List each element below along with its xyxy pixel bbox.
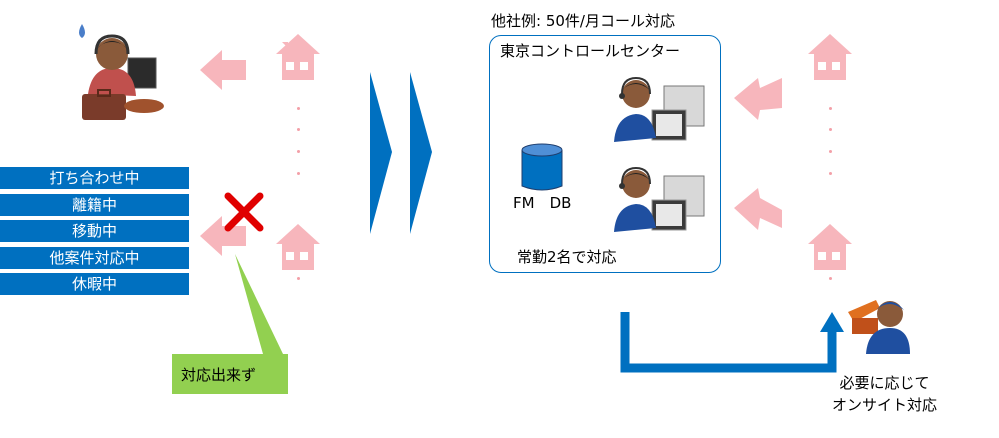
ellipsis-dot (297, 128, 300, 131)
staff-note: 常勤2名で対応 (517, 248, 617, 266)
house-icon-left-top (276, 34, 320, 80)
operator-icon-top (614, 76, 705, 142)
onsite-flow-arrow (620, 312, 844, 373)
ellipsis-dot (829, 150, 832, 153)
status-item-away: 離籍中 (0, 194, 189, 216)
ellipsis-dot (297, 150, 300, 153)
chevron-right-icon (370, 72, 432, 234)
right-arrow-icon-bottom (734, 188, 782, 230)
control-center-title: 東京コントロールセンター (500, 42, 681, 60)
ellipsis-dot (297, 277, 300, 280)
house-icon-right-top (808, 34, 852, 80)
ellipsis-dot (297, 107, 300, 110)
ellipsis-dot (829, 172, 832, 175)
example-title: 他社例: 50件/月コール対応 (491, 12, 675, 30)
database-icon (521, 143, 563, 191)
right-arrow-icon-top (734, 78, 782, 120)
ellipsis-dot (297, 172, 300, 175)
status-item-other-project: 他案件対応中 (0, 247, 189, 269)
onsite-label: 必要に応じて オンサイト対応 (832, 374, 938, 414)
stressed-worker-icon (79, 24, 164, 120)
db-label: FM DB (513, 194, 572, 212)
unable-callout (172, 354, 288, 394)
ellipsis-dot (829, 107, 832, 110)
ellipsis-dot (829, 277, 832, 280)
status-item-vacation: 休暇中 (0, 273, 189, 295)
left-arrow-icon-top (200, 50, 246, 90)
cross-icon (224, 192, 264, 232)
ellipsis-dot (829, 128, 832, 131)
control-center-box (489, 35, 721, 273)
house-icon-right-bottom (808, 224, 852, 270)
unable-label: 対応出来ず (181, 366, 257, 384)
callout-pointer (235, 254, 283, 354)
operator-icon-bottom (614, 166, 705, 232)
field-engineer-icon (848, 300, 910, 354)
house-icon-left-bottom (276, 224, 320, 270)
status-item-meeting: 打ち合わせ中 (0, 167, 189, 189)
status-item-moving: 移動中 (0, 220, 189, 242)
